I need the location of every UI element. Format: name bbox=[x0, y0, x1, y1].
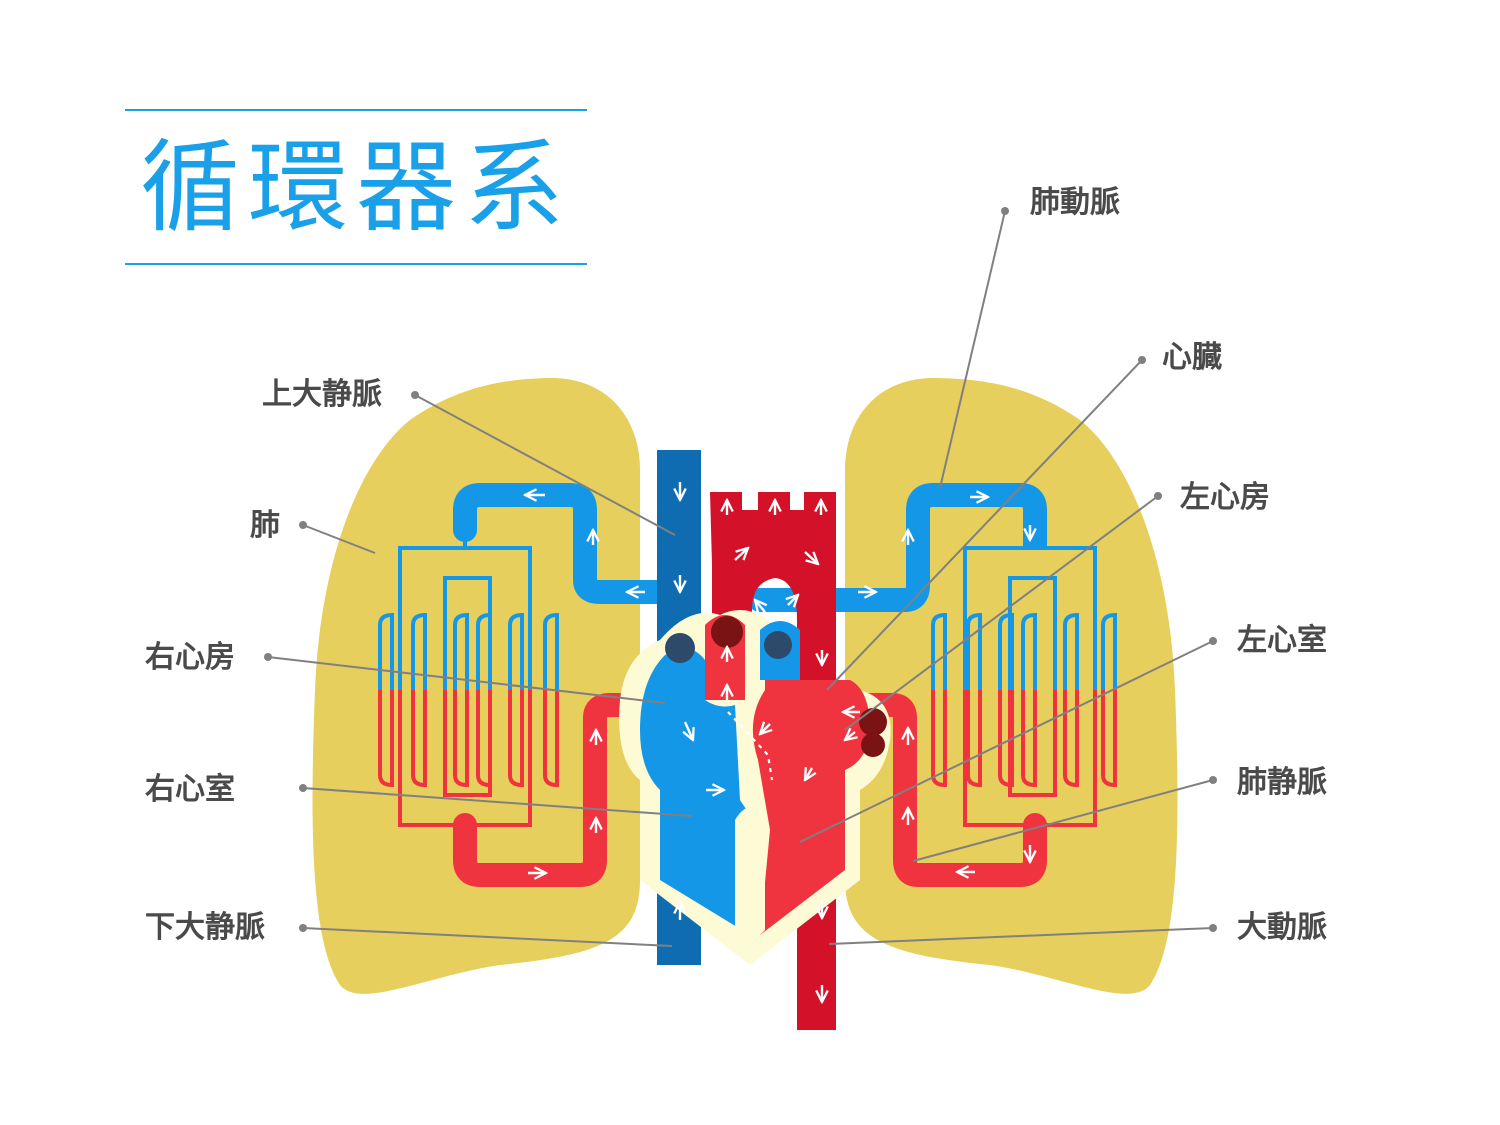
label-pulmonary-artery: 肺動脈 bbox=[1030, 185, 1120, 220]
title-rule-bottom bbox=[125, 263, 587, 265]
label-inferior-vena-cava: 下大静脈 bbox=[145, 910, 265, 945]
label-superior-vena-cava: 上大静脈 bbox=[262, 377, 382, 412]
flow-arrows bbox=[525, 482, 1030, 1002]
leader-dots bbox=[264, 207, 1217, 932]
label-heart: 心臓 bbox=[1162, 340, 1222, 375]
pulmonary-veins bbox=[453, 693, 1047, 887]
leader-lines bbox=[267, 210, 1214, 947]
page-title: 循環器系 bbox=[140, 129, 572, 246]
label-left-ventricle: 左心室 bbox=[1237, 623, 1327, 658]
septum bbox=[735, 807, 765, 945]
valve bbox=[764, 631, 792, 659]
label-left-atrium: 左心房 bbox=[1180, 480, 1270, 515]
pulmonary-arteries bbox=[453, 483, 1047, 612]
title-rule-top bbox=[125, 109, 587, 111]
valve bbox=[859, 708, 887, 736]
valve bbox=[665, 633, 695, 663]
right-heart-chambers bbox=[640, 648, 760, 935]
label-right-atrium: 右心房 bbox=[145, 640, 235, 675]
valve bbox=[711, 616, 743, 648]
label-pulmonary-vein: 肺静脈 bbox=[1237, 765, 1327, 800]
valve bbox=[861, 733, 885, 757]
label-right-ventricle: 右心室 bbox=[145, 772, 235, 807]
label-lung: 肺 bbox=[250, 508, 280, 543]
left-heart-chambers bbox=[752, 639, 870, 935]
label-aorta: 大動脈 bbox=[1237, 910, 1327, 945]
